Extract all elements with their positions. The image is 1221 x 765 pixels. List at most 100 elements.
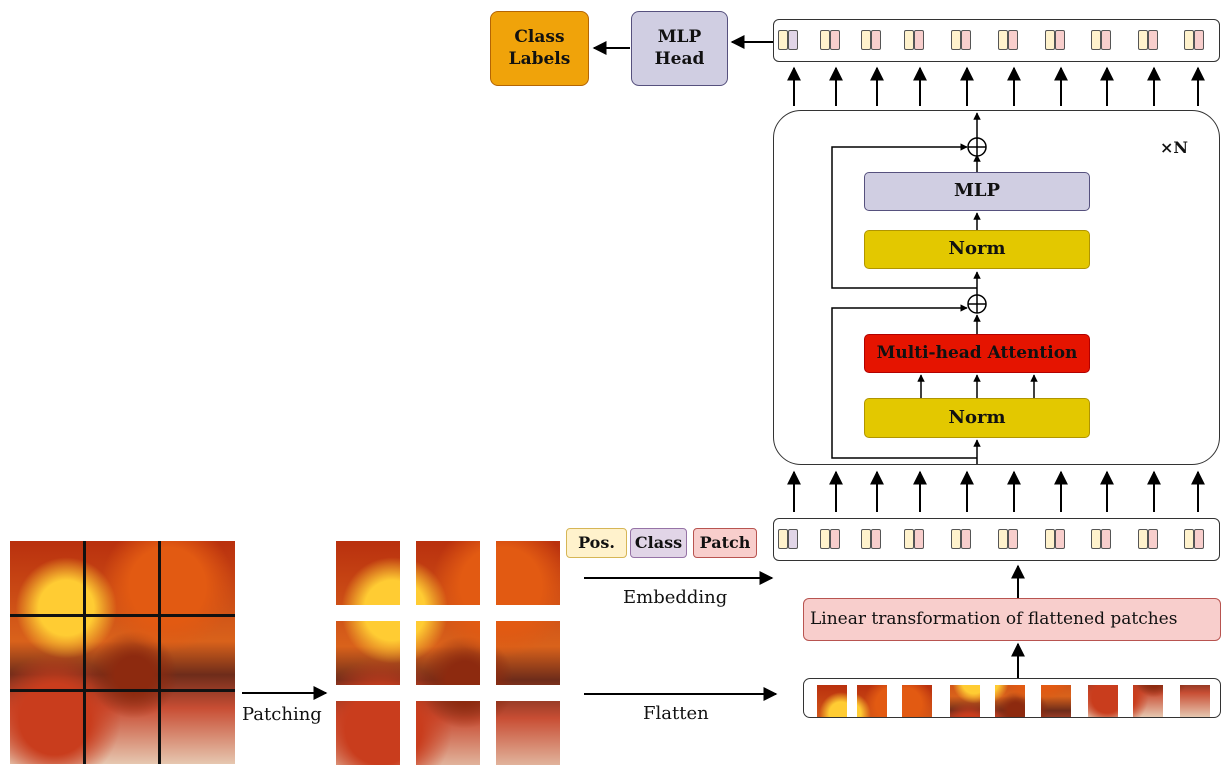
image-patch — [416, 621, 480, 685]
mlp-box: MLP — [864, 172, 1090, 211]
token-arrows-top — [787, 66, 1205, 106]
flattened-patch-thumbnail — [1180, 685, 1210, 717]
linear-transformation-box: Linear transformation of flattened patch… — [803, 598, 1221, 641]
pos-embedding-half — [951, 529, 961, 549]
input-image — [10, 541, 235, 764]
flatten-label: Flatten — [643, 703, 709, 724]
residual-skip-1 — [831, 304, 977, 459]
patch-token — [861, 529, 881, 549]
grid-line-h1 — [10, 614, 235, 617]
patch-token — [820, 30, 840, 50]
pos-embedding-half — [778, 30, 788, 50]
flattened-patch-thumbnail — [857, 685, 887, 717]
class-token — [778, 30, 798, 50]
pos-embedding-half — [1138, 529, 1148, 549]
patch-embedding-half — [830, 30, 840, 50]
pos-embedding-half — [861, 529, 871, 549]
pos-embedding-half — [861, 30, 871, 50]
embedding-label: Embedding — [623, 587, 728, 608]
pos-embedding-half — [1184, 30, 1194, 50]
flattened-patch-thumbnail — [1133, 685, 1163, 717]
patch-grid — [336, 541, 566, 765]
patch-embedding-half — [961, 529, 971, 549]
repeat-n-label: ×N — [1160, 138, 1189, 157]
patch-embedding-half — [1101, 30, 1111, 50]
patch-token — [951, 30, 971, 50]
pos-embedding-half — [1138, 30, 1148, 50]
flattened-patch-thumbnail — [1041, 685, 1071, 717]
flattened-patches-strip — [803, 678, 1221, 718]
patch-embedding-half — [1148, 30, 1158, 50]
transformer-encoder-block — [773, 110, 1220, 465]
patch-embedding-half — [1055, 529, 1065, 549]
patch-token — [820, 529, 840, 549]
grid-line-v1 — [83, 541, 86, 764]
patch-embedding-half — [1008, 30, 1018, 50]
patch-token — [998, 529, 1018, 549]
patch-token — [1184, 529, 1204, 549]
image-patch — [416, 541, 480, 605]
patch-embedding-half — [1194, 529, 1204, 549]
patch-token — [951, 529, 971, 549]
patch-token — [904, 529, 924, 549]
norm-box-top: Norm — [864, 230, 1090, 269]
patch-embedding-half — [1008, 529, 1018, 549]
image-patch — [416, 701, 480, 765]
patch-token — [861, 30, 881, 50]
grid-line-h2 — [10, 689, 235, 692]
pos-embedding-half — [998, 529, 1008, 549]
patch-token — [1045, 30, 1065, 50]
class-token — [778, 529, 798, 549]
patch-token — [1138, 529, 1158, 549]
pos-embedding-half — [951, 30, 961, 50]
patch-token — [904, 30, 924, 50]
flattened-patch-thumbnail — [995, 685, 1025, 717]
patch-embedding-half — [914, 30, 924, 50]
patch-token — [998, 30, 1018, 50]
legend-patch: Patch — [693, 528, 757, 558]
patch-token — [1184, 30, 1204, 50]
token-arrows-bottom — [787, 470, 1205, 512]
pos-embedding-half — [820, 30, 830, 50]
pos-embedding-half — [1091, 529, 1101, 549]
pos-embedding-half — [778, 529, 788, 549]
grid-line-v2 — [158, 541, 161, 764]
image-patch — [496, 701, 560, 765]
patch-embedding-half — [830, 529, 840, 549]
mlp-head-box: MLP Head — [631, 11, 728, 86]
patch-embedding-half — [1194, 30, 1204, 50]
multihead-attention-box: Multi-head Attention — [864, 334, 1090, 373]
patch-embedding-half — [871, 529, 881, 549]
pos-embedding-half — [1045, 30, 1055, 50]
patch-token — [1138, 30, 1158, 50]
class-embedding-half — [788, 529, 798, 549]
class-embedding-half — [788, 30, 798, 50]
pos-embedding-half — [1184, 529, 1194, 549]
image-patch — [496, 621, 560, 685]
pos-embedding-half — [820, 529, 830, 549]
patch-embedding-half — [1148, 529, 1158, 549]
flattened-patch-thumbnail — [1088, 685, 1118, 717]
embedded-token-strip — [773, 518, 1220, 561]
patch-embedding-half — [1055, 30, 1065, 50]
patch-embedding-half — [1101, 529, 1111, 549]
image-patch — [336, 701, 400, 765]
patch-embedding-half — [871, 30, 881, 50]
flattened-patch-thumbnail — [817, 685, 847, 717]
patch-token — [1045, 529, 1065, 549]
legend-pos: Pos. — [566, 528, 627, 558]
pos-embedding-half — [1045, 529, 1055, 549]
pos-embedding-half — [1091, 30, 1101, 50]
patch-embedding-half — [961, 30, 971, 50]
pos-embedding-half — [904, 529, 914, 549]
pos-embedding-half — [998, 30, 1008, 50]
norm-box-bottom: Norm — [864, 398, 1090, 438]
image-patch — [496, 541, 560, 605]
patch-embedding-half — [914, 529, 924, 549]
flattened-patch-thumbnail — [950, 685, 980, 717]
pos-embedding-half — [904, 30, 914, 50]
flattened-patch-thumbnail — [902, 685, 932, 717]
residual-skip-2 — [831, 143, 977, 289]
legend-class: Class — [630, 528, 687, 558]
